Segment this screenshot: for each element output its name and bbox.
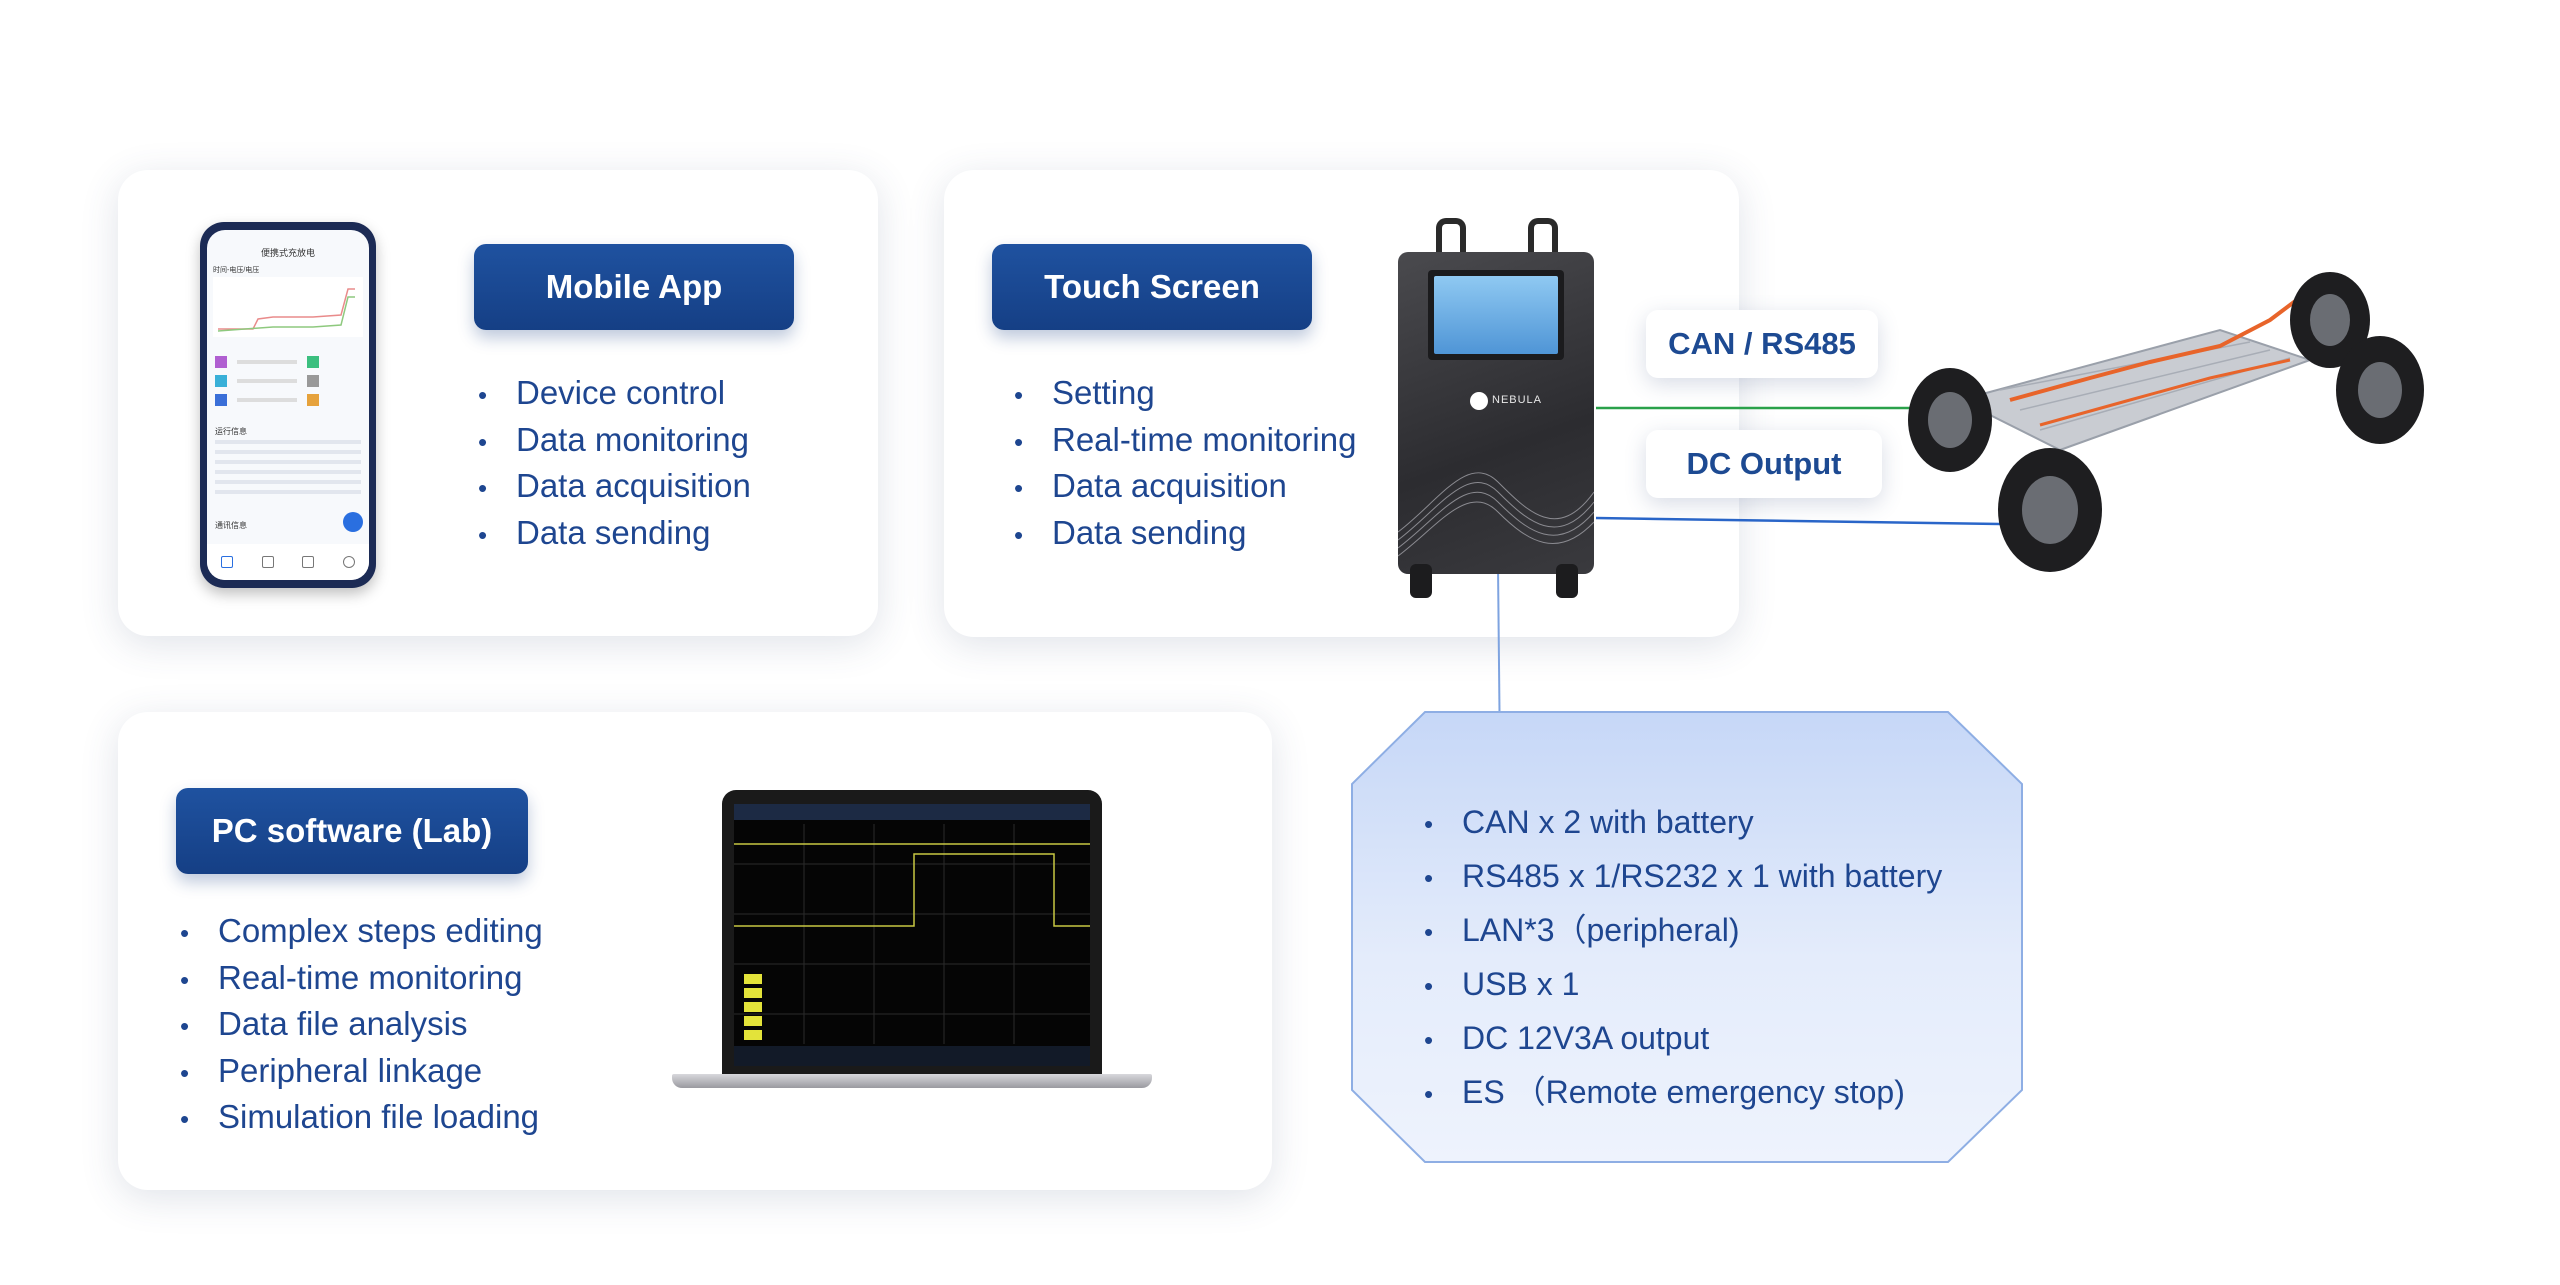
phone-chart-title: 时间-电压/电压 bbox=[213, 267, 260, 274]
mobile-feature-item: Data monitoring bbox=[472, 417, 751, 464]
device-brand: NEBULA bbox=[1492, 394, 1543, 406]
interface-item: ES （Remote emergency stop) bbox=[1418, 1065, 1942, 1119]
phone-section-title: 运行信息 bbox=[215, 427, 247, 436]
phone-chart-line-2 bbox=[217, 296, 355, 332]
device-touch-screen bbox=[1428, 270, 1564, 360]
device-wheel-left bbox=[1410, 564, 1432, 598]
pc-software-title: PC software (Lab) bbox=[176, 788, 528, 874]
mobile-feature-item: Data sending bbox=[472, 510, 751, 557]
can-rs485-tag: CAN / RS485 bbox=[1646, 310, 1878, 378]
orange-cables bbox=[2009, 288, 2312, 402]
phone-section-title-2: 通讯信息 bbox=[215, 521, 247, 530]
pc-feature-item: Peripheral linkage bbox=[174, 1048, 543, 1095]
touch-feature-item: Data acquisition bbox=[1008, 463, 1356, 510]
pc-feature-item: Data file analysis bbox=[174, 1001, 543, 1048]
car-icon bbox=[302, 556, 315, 568]
phone-fab-icon bbox=[343, 512, 363, 532]
mobile-app-title: Mobile App bbox=[474, 244, 794, 330]
phone-info-rows bbox=[215, 440, 361, 494]
touch-screen-features: Setting Real-time monitoring Data acquis… bbox=[1008, 370, 1356, 556]
interface-item: DC 12V3A output bbox=[1418, 1011, 1942, 1065]
battery-pack bbox=[1957, 328, 2314, 452]
shuffle-icon bbox=[261, 556, 274, 568]
phone-illustration: 便携式充放电 时间-电压/电压 运行信息 通讯信息 bbox=[200, 222, 376, 588]
device-body: NEBULA bbox=[1398, 252, 1594, 574]
tester-device-illustration: NEBULA bbox=[1392, 218, 1600, 602]
device-handle-right bbox=[1528, 218, 1558, 260]
home-icon bbox=[221, 556, 234, 568]
waveform-trace-pulse bbox=[734, 853, 1090, 927]
phone-tabbar bbox=[207, 544, 369, 580]
mobile-feature-item: Data acquisition bbox=[472, 463, 751, 510]
pc-feature-item: Real-time monitoring bbox=[174, 955, 543, 1002]
device-logo-icon bbox=[1470, 392, 1488, 410]
phone-screen: 便携式充放电 时间-电压/电压 运行信息 通讯信息 bbox=[207, 230, 369, 580]
laptop-base bbox=[672, 1074, 1152, 1088]
mobile-app-features: Device control Data monitoring Data acqu… bbox=[472, 370, 751, 556]
waveform-chart bbox=[734, 804, 1090, 1066]
pc-feature-item: Complex steps editing bbox=[174, 908, 543, 955]
pc-feature-item: Simulation file loading bbox=[174, 1094, 543, 1141]
laptop-screen bbox=[722, 790, 1102, 1076]
pc-software-features: Complex steps editing Real-time monitori… bbox=[174, 908, 543, 1141]
interface-item: RS485 x 1/RS232 x 1 with battery bbox=[1418, 849, 1942, 903]
ev-chassis-illustration bbox=[1908, 272, 2424, 572]
interface-item: CAN x 2 with battery bbox=[1418, 795, 1942, 849]
device-handle-left bbox=[1436, 218, 1466, 260]
interface-features: CAN x 2 with battery RS485 x 1/RS232 x 1… bbox=[1418, 795, 1942, 1119]
settings-icon bbox=[342, 556, 355, 568]
interface-item: USB x 1 bbox=[1418, 957, 1942, 1011]
phone-title: 便携式充放电 bbox=[260, 248, 315, 258]
phone-chart bbox=[213, 277, 363, 337]
device-wheel-right bbox=[1556, 564, 1578, 598]
touch-screen-title: Touch Screen bbox=[992, 244, 1312, 330]
touch-feature-item: Setting bbox=[1008, 370, 1356, 417]
interfaces-panel-border bbox=[1351, 711, 2023, 1163]
touch-feature-item: Data sending bbox=[1008, 510, 1356, 557]
laptop-illustration bbox=[672, 790, 1152, 1090]
touch-feature-item: Real-time monitoring bbox=[1008, 417, 1356, 464]
device-wave-pattern bbox=[1398, 472, 1594, 557]
mobile-feature-item: Device control bbox=[472, 370, 751, 417]
phone-chart-line bbox=[218, 288, 355, 330]
oscilloscope-display bbox=[734, 804, 1090, 1066]
dc-output-tag: DC Output bbox=[1646, 430, 1882, 498]
interface-item: LAN*3（peripheral) bbox=[1418, 903, 1942, 957]
phone-legend-grid bbox=[215, 356, 361, 406]
